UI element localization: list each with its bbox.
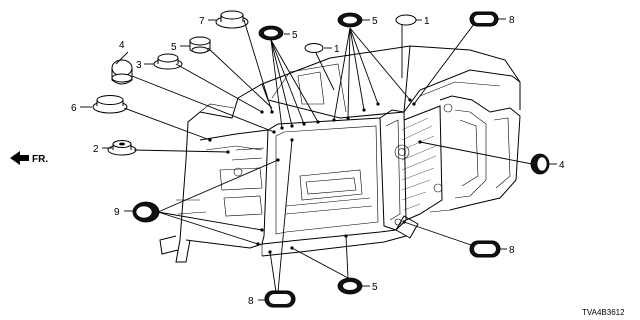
part-plug-1-middle xyxy=(304,43,324,53)
callout-1: 1 xyxy=(334,44,340,55)
callout-5: 5 xyxy=(171,42,177,53)
callout-5: 5 xyxy=(372,282,378,293)
callout-1: 1 xyxy=(424,16,430,27)
callout-5: 5 xyxy=(372,16,378,27)
front-arrow-icon xyxy=(10,151,29,165)
callout-6: 6 xyxy=(71,103,77,114)
callout-7: 7 xyxy=(199,16,205,27)
leader-lines xyxy=(80,18,557,301)
callout-8: 8 xyxy=(509,15,515,26)
part-plug-8-top xyxy=(469,11,499,27)
front-direction-label: FR. xyxy=(32,154,48,165)
drawing-code: TVA4B3612 xyxy=(582,308,625,317)
part-grommet-5-top-right xyxy=(337,12,363,28)
callout-5: 5 xyxy=(292,30,298,41)
callout-2: 2 xyxy=(93,144,99,155)
part-grommet-3 xyxy=(153,53,183,70)
part-plug-8-bottom xyxy=(264,290,296,308)
part-grommet-5-bottom xyxy=(337,277,363,295)
part-plug-9 xyxy=(132,201,160,223)
part-grommet-2 xyxy=(107,140,137,156)
part-cap-4-left xyxy=(111,59,133,85)
part-plug-8-right xyxy=(469,240,501,258)
callout-4: 4 xyxy=(559,160,565,171)
callout-8: 8 xyxy=(248,296,254,307)
part-grommet-6 xyxy=(92,95,128,114)
callout-numbers: 7 5 5 1 8 4 5 1 3 6 2 9 4 8 5 8 xyxy=(71,15,565,307)
front-direction-indicator: FR. xyxy=(10,151,48,165)
part-grommet-7 xyxy=(215,10,249,29)
part-plug-1-top xyxy=(395,14,417,26)
leader-dots xyxy=(208,98,422,254)
part-grommet-5-left xyxy=(189,36,211,54)
callout-9: 9 xyxy=(114,207,120,218)
part-cap-4-right xyxy=(530,153,550,175)
callout-8: 8 xyxy=(509,245,515,256)
callout-4: 4 xyxy=(119,40,125,51)
part-grommet-5-top-left xyxy=(258,25,284,41)
callout-3: 3 xyxy=(136,60,142,71)
